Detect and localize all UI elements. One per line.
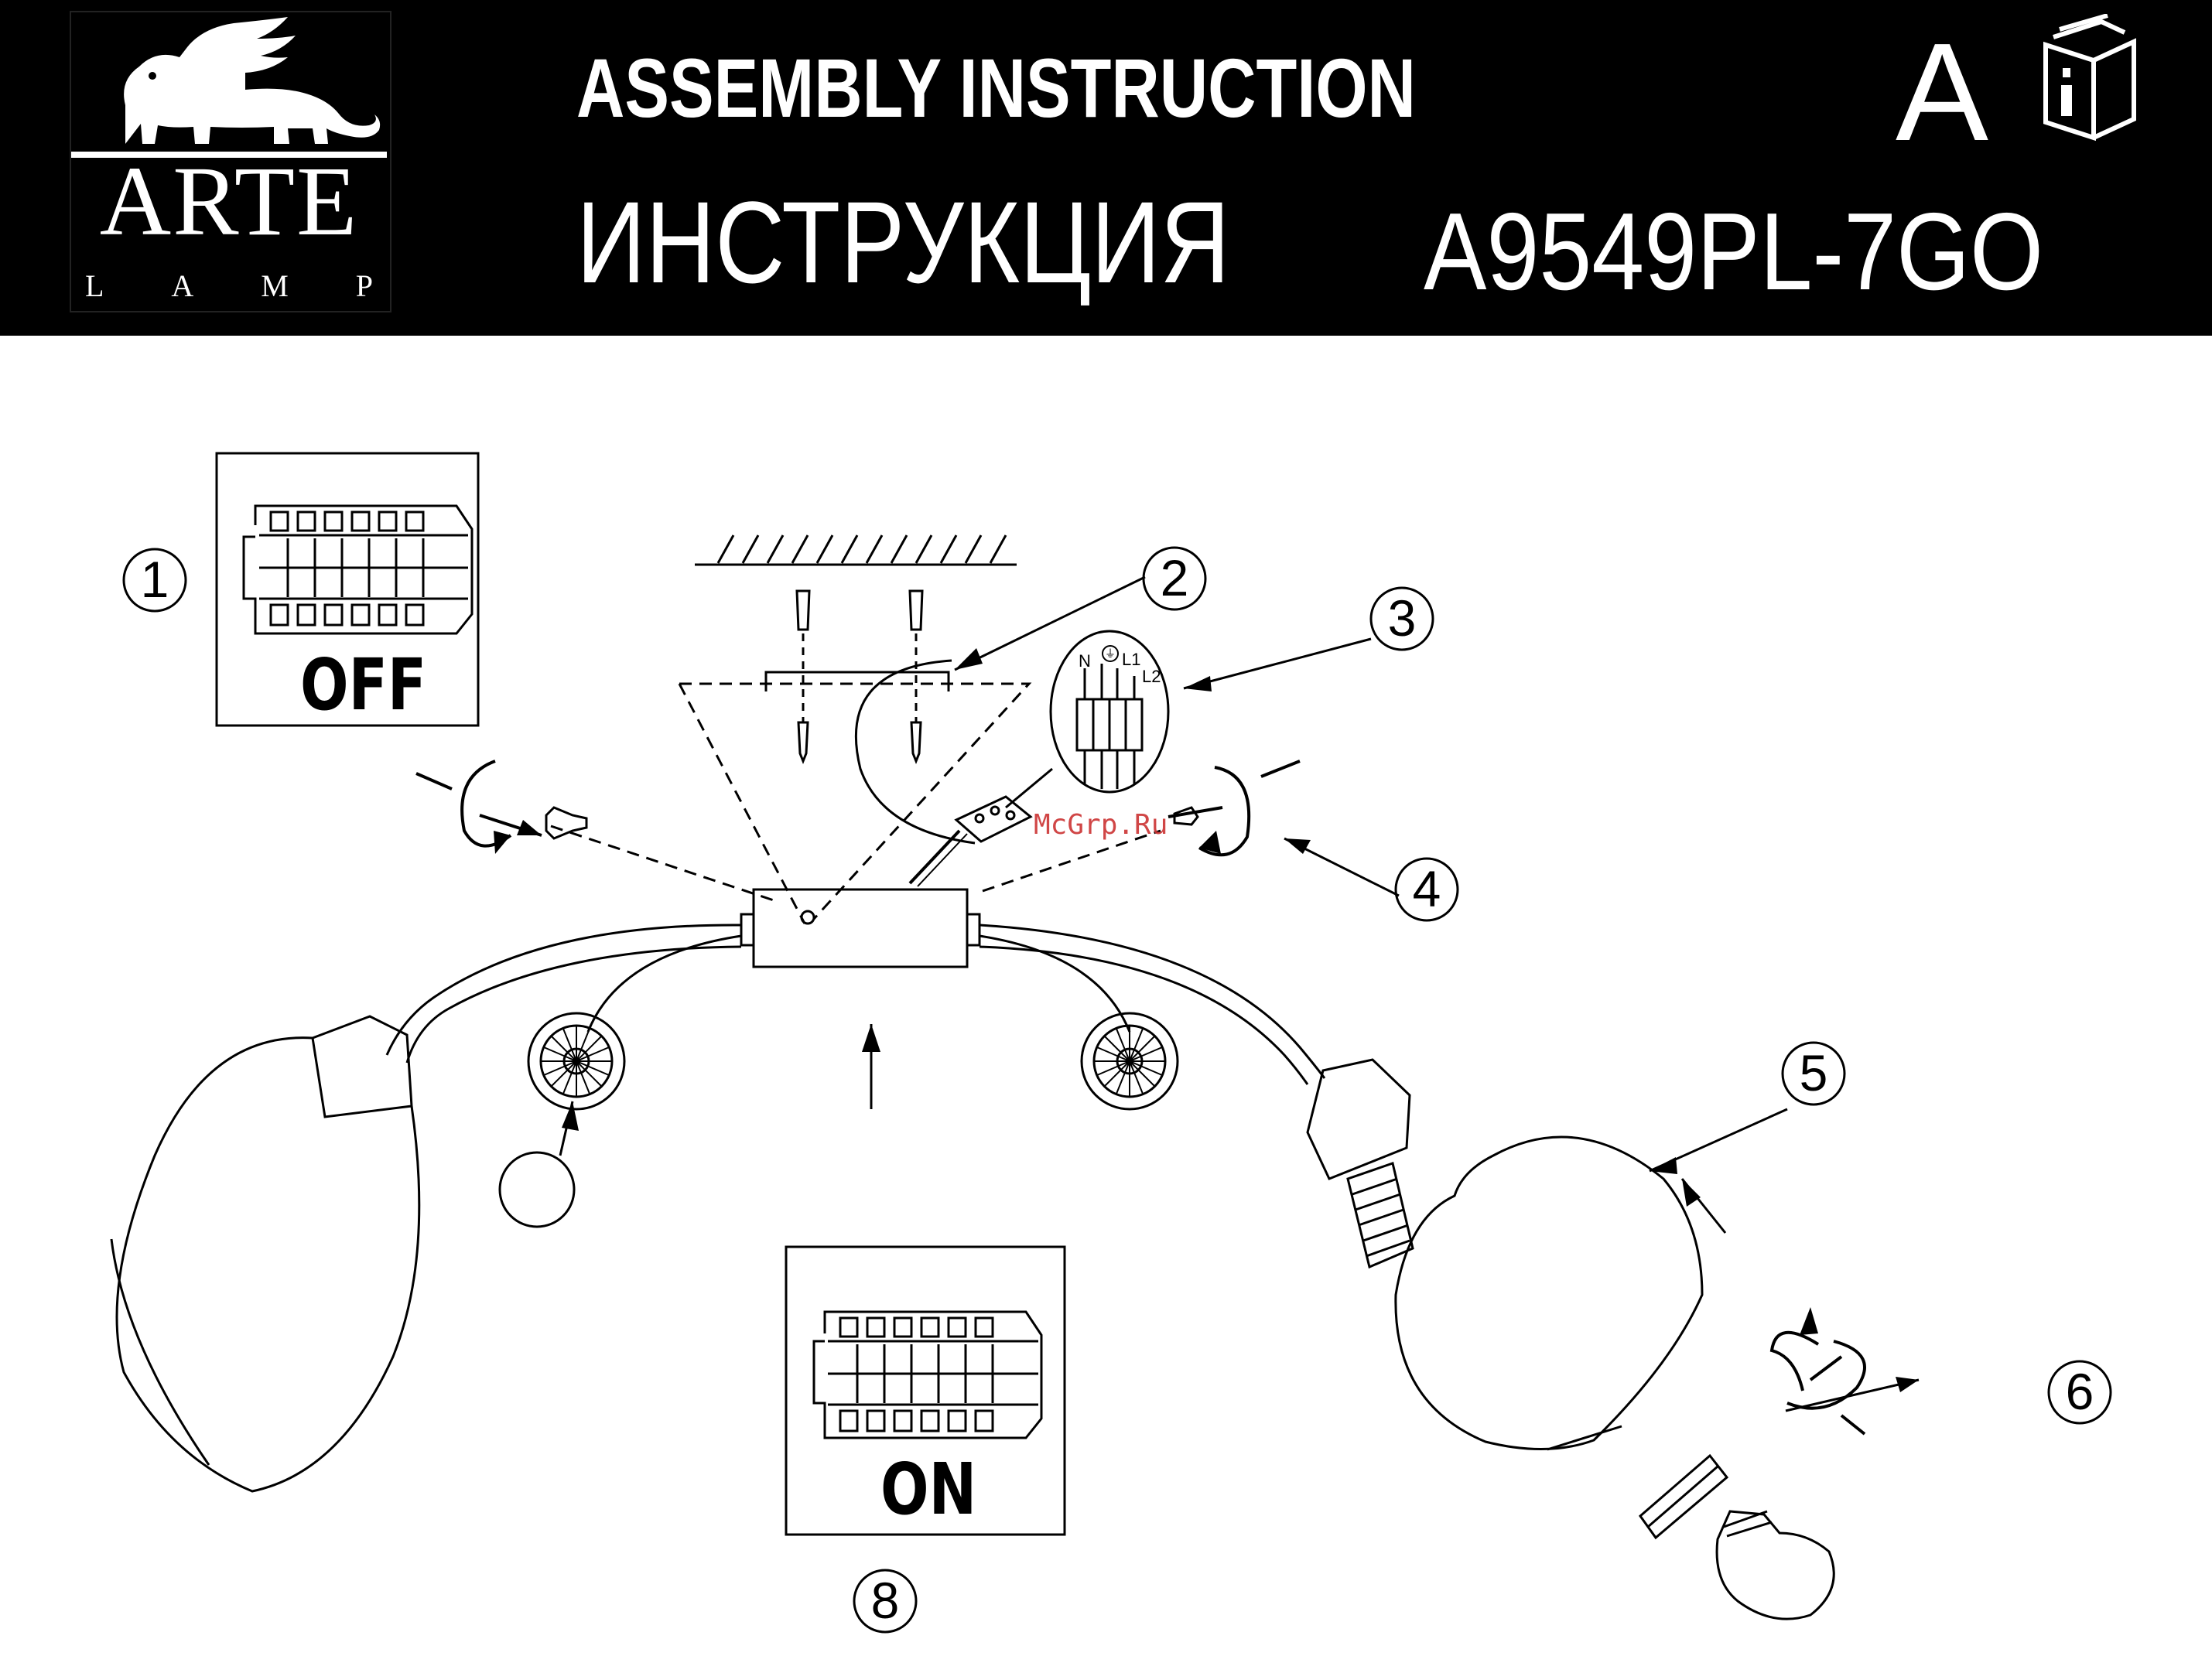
step-number: 4 <box>1396 863 1458 914</box>
step-number: 8 <box>854 1575 916 1626</box>
assembly-diagram <box>0 336 2212 1656</box>
title-russian: ИНСТРУКЦИЯ <box>576 184 1230 300</box>
brand-sub-letter: A <box>171 271 193 302</box>
wiring-terminals <box>1077 664 1142 789</box>
off-label: OFF <box>300 650 426 721</box>
wall-anchor <box>797 591 922 630</box>
step-number: 2 <box>1144 552 1205 603</box>
wire-label-l1: L1 <box>1122 650 1140 670</box>
ceiling <box>695 535 1017 565</box>
wire-label-l2: L2 <box>1142 667 1161 687</box>
canopy <box>754 889 967 967</box>
brand-sub-letter: P <box>356 271 373 302</box>
step-number: 1 <box>124 554 186 605</box>
info-book-icon <box>2039 14 2140 145</box>
wire-label-n: N <box>1079 651 1091 671</box>
socket-right <box>1308 1060 1413 1267</box>
glass-shade-left <box>111 1016 419 1491</box>
step-number: 6 <box>2049 1366 2111 1417</box>
terminal-block-off <box>244 506 472 633</box>
mounting-bracket <box>766 672 949 691</box>
brand-subtitle: L A M P <box>74 271 384 302</box>
brand-sub-letter: M <box>261 271 289 302</box>
rotate-arrow-icon <box>416 761 1865 1434</box>
header-bar: ARTE L A M P ASSEMBLY INSTRUCTION ИНСТРУ… <box>0 0 2212 336</box>
leader-lines <box>560 577 1919 1411</box>
shade-ring <box>1640 1456 1727 1538</box>
class-letter: A <box>1896 23 1988 162</box>
title-english: ASSEMBLY INSTRUCTION <box>576 46 1416 130</box>
brand-name: ARTE <box>74 152 384 251</box>
screw-icon <box>798 722 921 761</box>
step-number: 3 <box>1371 592 1433 644</box>
brand-sub-letter: L <box>85 271 104 302</box>
on-label: ON <box>880 1454 976 1525</box>
model-number: A9549PL-7GO <box>1424 197 2043 307</box>
wire-loop <box>856 661 975 843</box>
terminal-connector <box>956 797 1031 842</box>
ground-symbol-icon: ⏚ <box>1102 645 1119 662</box>
left-arm <box>387 925 741 1063</box>
glass-shade-right <box>1396 1137 1702 1449</box>
griffin-logo-icon <box>71 12 387 159</box>
light-bulb-icon <box>500 1152 1834 1619</box>
terminal-block-on <box>814 1312 1041 1438</box>
step-number: 5 <box>1783 1047 1844 1098</box>
watermark: McGrp.Ru <box>1034 809 1168 841</box>
